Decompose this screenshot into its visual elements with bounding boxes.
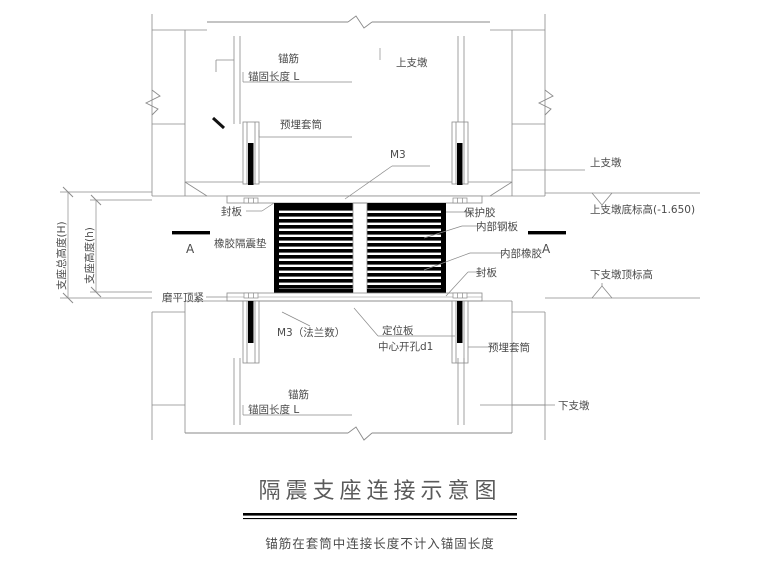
label-center-hole: 中心开孔d1 — [378, 340, 433, 353]
label-upper-pier-bottom-elevation: 上支墩底标高(-1.650) — [590, 203, 695, 216]
break-line-center-bottom — [185, 426, 512, 441]
section-marker-left — [172, 231, 210, 235]
label-anchor-bar-top: 锚筋 — [278, 52, 299, 65]
laminated-rubber-bearing — [274, 203, 446, 293]
label-rubber-isolator: 橡胶隔震垫 — [214, 237, 267, 250]
protective-rubber-left — [274, 203, 279, 293]
lower-left-bolt-shank — [248, 301, 254, 343]
label-anchor-bar-bottom: 锚筋 — [288, 388, 309, 401]
lower-right-bolt-shank — [457, 301, 463, 343]
dim-bearing-height-label: 支座高度(h) — [83, 227, 96, 284]
label-inner-steel-plate: 内部钢板 — [476, 220, 518, 233]
label-inner-rubber: 内部橡胶 — [500, 247, 542, 260]
dimension-bearing-height — [90, 194, 152, 298]
label-upper-pier-right: 上支墩 — [590, 156, 622, 169]
dim-total-height-label: 支座总高度(H) — [55, 221, 68, 290]
label-anchor-length-top: 锚固长度 L — [248, 70, 299, 83]
steel-layers-right — [367, 207, 441, 289]
label-seal-plate-right: 封板 — [476, 266, 497, 279]
dimension-total-height — [60, 186, 152, 304]
label-m3-top: M3 — [390, 149, 406, 161]
section-marker-right-label: A — [542, 242, 551, 256]
section-marker-right — [528, 231, 566, 235]
break-line-upper-left — [144, 89, 161, 116]
label-seal-plate-left: 封板 — [221, 205, 242, 218]
label-lower-pier-bottom: 下支墩 — [558, 399, 590, 412]
label-embedded-sleeve-bottom: 预埋套筒 — [488, 341, 530, 354]
label-protective-rubber: 保护胶 — [464, 206, 496, 219]
bearing-top-flange — [226, 195, 483, 208]
protective-rubber-right — [441, 203, 446, 293]
steel-layers-left — [279, 207, 353, 289]
leader-lines — [206, 48, 585, 416]
upper-right-anchor-assembly — [451, 36, 469, 185]
elevation-symbol-lower-pier — [545, 283, 700, 299]
label-m3-flange: M3（法兰数） — [277, 326, 345, 339]
label-grind-flat: 磨平顶紧 — [162, 292, 204, 304]
rebar-tick-left — [211, 116, 226, 130]
section-marker-left-label: A — [186, 242, 195, 256]
break-line-center-top — [207, 15, 490, 29]
label-upper-pier-top: 上支墩 — [396, 56, 428, 69]
upper-left-bolt-shank — [248, 143, 254, 185]
label-embedded-sleeve-top: 预埋套筒 — [280, 118, 322, 131]
label-locating-plate: 定位板 — [382, 324, 414, 337]
drawing-subtitle: 锚筋在套筒中连接长度不计入锚固长度 — [265, 536, 495, 551]
label-lower-pier-top-elevation: 下支墩顶标高 — [590, 268, 653, 281]
elevation-symbol-upper-pier — [545, 192, 700, 208]
title-underline — [243, 513, 517, 520]
upper-right-bolt-shank — [457, 143, 463, 185]
label-anchor-length-bottom: 锚固长度 L — [248, 403, 299, 416]
break-line-upper-right — [537, 89, 554, 116]
drawing-title: 隔震支座连接示意图 — [258, 479, 501, 504]
